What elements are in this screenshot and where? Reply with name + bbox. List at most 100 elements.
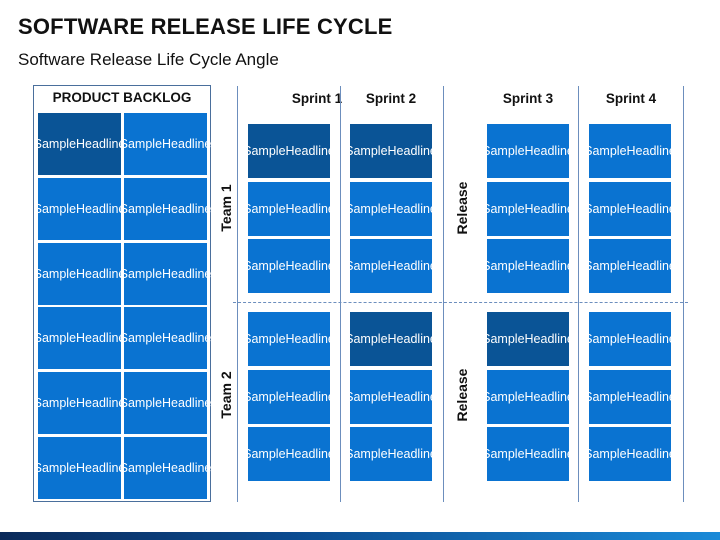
- grid-item-line2: Headline: [285, 143, 335, 158]
- sprint-1-header: Sprint 1: [291, 91, 343, 106]
- grid-item-line1: Sample: [345, 258, 388, 273]
- grid-item-line2: Headline: [524, 201, 574, 216]
- grid-item-line2: Headline: [626, 331, 676, 346]
- backlog-item-line1: Sample: [33, 201, 77, 216]
- page-subtitle: Software Release Life Cycle Angle: [18, 50, 279, 69]
- grid-item-line2: Headline: [285, 258, 335, 273]
- backlog-item-line2: Headline: [162, 266, 212, 281]
- grid-item-line1: Sample: [243, 258, 286, 273]
- divider-line: [578, 86, 579, 502]
- backlog-item-line1: Sample: [33, 460, 77, 475]
- grid-item-line2: Headline: [387, 143, 437, 158]
- grid-item-line2: Headline: [626, 201, 676, 216]
- grid-item-line1: Sample: [345, 389, 388, 404]
- backlog-item-line2: Headline: [162, 136, 212, 151]
- grid-item-line2: Headline: [524, 331, 574, 346]
- grid-item-line1: Sample: [243, 446, 286, 461]
- grid-item-line1: Sample: [584, 446, 627, 461]
- grid-item-line1: Sample: [243, 389, 286, 404]
- page-title: SOFTWARE RELEASE LIFE CYCLE: [18, 14, 393, 39]
- grid-item-line2: Headline: [524, 143, 574, 158]
- team-1-label: Team 1: [218, 184, 234, 232]
- backlog-item-line1: Sample: [119, 330, 163, 345]
- grid-item-line1: Sample: [482, 258, 525, 273]
- backlog-item-line2: Headline: [76, 460, 126, 475]
- grid-item-line2: Headline: [626, 143, 676, 158]
- grid-item-line2: Headline: [387, 389, 437, 404]
- product-backlog-frame: [33, 85, 211, 502]
- grid-item-line2: Headline: [285, 331, 335, 346]
- grid-item-line2: Headline: [387, 446, 437, 461]
- sprint-4-header: Sprint 4: [605, 91, 657, 106]
- sprint-3-header: Sprint 3: [502, 91, 554, 106]
- grid-item-line1: Sample: [584, 258, 627, 273]
- grid-item-line1: Sample: [482, 331, 525, 346]
- grid-item-line2: Headline: [524, 446, 574, 461]
- grid-item-line1: Sample: [584, 331, 627, 346]
- grid-item-line1: Sample: [243, 331, 286, 346]
- grid-item-line1: Sample: [584, 143, 627, 158]
- backlog-item-line2: Headline: [76, 330, 126, 345]
- grid-item-line1: Sample: [482, 143, 525, 158]
- grid-item-line2: Headline: [626, 389, 676, 404]
- grid-item-line2: Headline: [285, 389, 335, 404]
- grid-item-line1: Sample: [345, 446, 388, 461]
- backlog-item-line2: Headline: [76, 136, 126, 151]
- grid-item-line1: Sample: [584, 389, 627, 404]
- grid-item-line2: Headline: [626, 446, 676, 461]
- grid-item-line1: Sample: [345, 201, 388, 216]
- grid-item-line1: Sample: [345, 331, 388, 346]
- backlog-item-line2: Headline: [76, 201, 126, 216]
- grid-item-line2: Headline: [626, 258, 676, 273]
- product-backlog-header: PRODUCT BACKLOG: [52, 90, 192, 105]
- release-label-1: Release: [454, 181, 470, 235]
- backlog-item-line2: Headline: [76, 395, 126, 410]
- divider-line: [683, 86, 684, 502]
- grid-item-line2: Headline: [285, 201, 335, 216]
- backlog-item-line1: Sample: [33, 266, 77, 281]
- release-label-2: Release: [454, 368, 470, 422]
- grid-item-line1: Sample: [243, 143, 286, 158]
- grid-item-line2: Headline: [387, 331, 437, 346]
- divider-line: [443, 86, 444, 502]
- backlog-item-line2: Headline: [76, 266, 126, 281]
- divider-line: [340, 86, 341, 502]
- grid-item-line1: Sample: [482, 201, 525, 216]
- grid-item-line2: Headline: [285, 446, 335, 461]
- bottom-accent-bar: [0, 532, 720, 540]
- grid-item-line1: Sample: [584, 201, 627, 216]
- grid-item-line2: Headline: [524, 258, 574, 273]
- grid-item-line2: Headline: [387, 258, 437, 273]
- backlog-item-line1: Sample: [119, 460, 163, 475]
- backlog-item-line2: Headline: [162, 201, 212, 216]
- backlog-item-line1: Sample: [119, 136, 163, 151]
